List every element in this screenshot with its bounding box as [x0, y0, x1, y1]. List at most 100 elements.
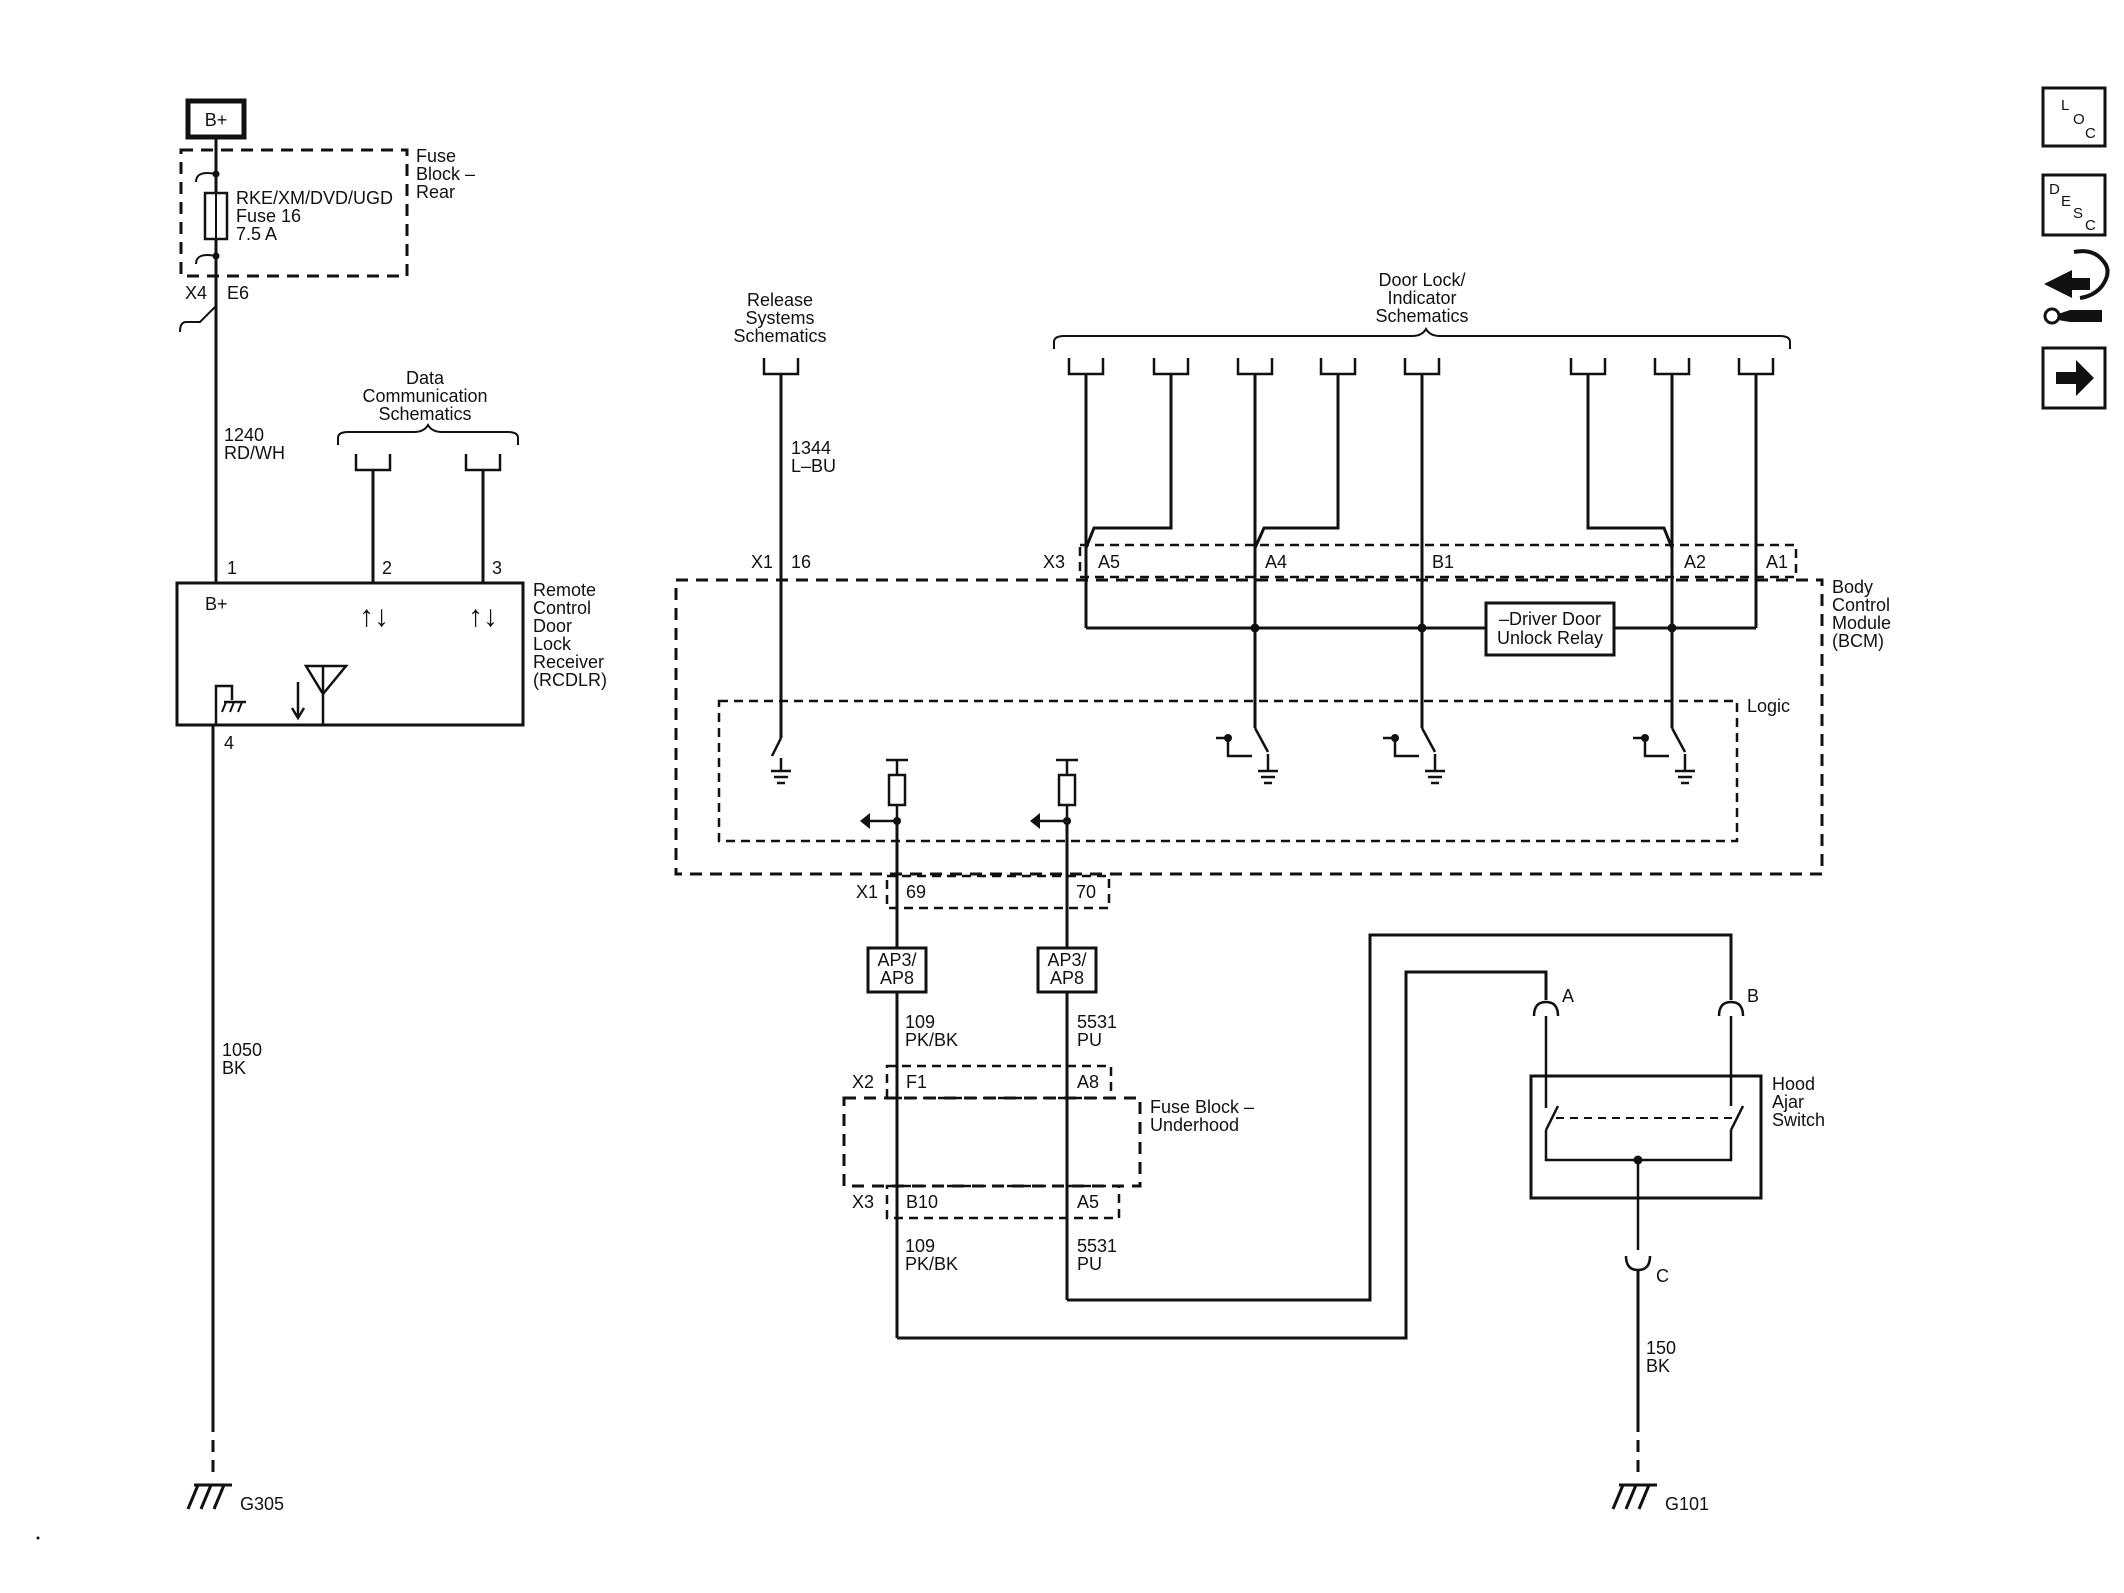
- rcdlr-pin-4: 4: [224, 733, 234, 753]
- bcm-x3-label: X3: [1043, 552, 1065, 572]
- data-communication-reference: Data Communication Schematics: [337, 368, 519, 472]
- ap-right-label-2: AP8: [1050, 968, 1084, 988]
- loc-letter-l: L: [2061, 97, 2069, 114]
- rcdlr-label-5: Receiver: [533, 652, 604, 672]
- relay-label-2: Unlock Relay: [1497, 628, 1603, 648]
- release-connector-icon: [762, 358, 800, 376]
- rcdlr-pin-2: 2: [382, 558, 392, 578]
- connector-x4-label: X4: [185, 283, 207, 303]
- rcdlr-label-3: Door: [533, 616, 572, 636]
- desc-letter-d: D: [2049, 181, 2060, 198]
- ground-g305-icon: [186, 1483, 232, 1510]
- relay-label-1: –Driver Door: [1499, 609, 1601, 629]
- ap3-ap8-left: AP3/ AP8: [866, 946, 928, 994]
- bcm-x3-pin-a4: A4: [1265, 552, 1287, 572]
- desc-letter-s: S: [2073, 205, 2083, 222]
- loc-letter-c: C: [2085, 125, 2096, 142]
- underhood-pin-b10: B10: [906, 1192, 938, 1212]
- release-label-1: Release: [747, 290, 813, 310]
- door-lock-label-2: Indicator: [1387, 288, 1456, 308]
- bcm-label-1: Body: [1832, 577, 1873, 597]
- pin-e6-label: E6: [227, 283, 249, 303]
- bcm-x1-label: X1: [751, 552, 773, 572]
- arrow-right-icon: [2056, 360, 2094, 396]
- fuse-block-rear: Fuse Block – Rear RKE/XM/DVD/UGD Fuse 16…: [179, 137, 475, 278]
- hood-pin-c-label: C: [1656, 1266, 1669, 1286]
- output-switch-a4-icon: [1216, 727, 1278, 785]
- door-lock-reference: Door Lock/ Indicator Schematics: [1053, 270, 1791, 376]
- door-lock-connector-3-icon: [1236, 358, 1274, 376]
- wire-5531-route: [1067, 933, 1733, 1302]
- bcm-x1-pin-16: 16: [791, 552, 811, 572]
- door-lock-connector-8-icon: [1737, 358, 1775, 376]
- bcm-label-4: (BCM): [1832, 631, 1884, 651]
- ground-g101-icon: [1611, 1483, 1657, 1510]
- fuse-terminal-top-icon: [195, 172, 217, 183]
- door-lock-connector-1-icon: [1067, 358, 1105, 376]
- wire-5531-color-b: PU: [1077, 1254, 1102, 1274]
- wire-1344-color: L–BU: [791, 456, 836, 476]
- nav-button-description[interactable]: D E S C: [2041, 173, 2107, 237]
- ground-g305-label: G305: [240, 1494, 284, 1514]
- desc-letter-c: C: [2085, 217, 2096, 234]
- hood-switch-contact-a-icon: [1544, 1105, 1560, 1131]
- data-comm-connector-2-icon: [464, 454, 502, 472]
- underhood-x2-label: X2: [852, 1072, 874, 1092]
- bcm-logic-label: Logic: [1747, 696, 1790, 716]
- data-comm-label-1: Data: [406, 368, 445, 388]
- rcdlr-label-6: (RCDLR): [533, 670, 607, 690]
- rcdlr-module: 1 2 3 B+ ↑↓ ↑↓ Remote Control Door Lock …: [175, 558, 607, 727]
- ap-right-label-1: AP3/: [1047, 950, 1086, 970]
- wire-109-color-a: PK/BK: [905, 1030, 958, 1050]
- release-input-switch-icon: [770, 737, 791, 785]
- hood-ajar-switch: A B Hood Ajar Switch C: [1529, 986, 1825, 1286]
- ap-left-label-1: AP3/: [877, 950, 916, 970]
- door-lock-wires: [1084, 374, 1758, 628]
- wire-1240-circuit: 1240: [224, 425, 264, 445]
- nav-button-next[interactable]: [2041, 346, 2107, 410]
- hood-label-2: Ajar: [1772, 1092, 1804, 1112]
- hood-pin-c-connector-icon: [1624, 1255, 1652, 1272]
- wire-109-color-b: PK/BK: [905, 1254, 958, 1274]
- door-lock-connector-4-icon: [1319, 358, 1357, 376]
- fuse-block-rear-label-3: Rear: [416, 182, 455, 202]
- bcm-label-3: Module: [1832, 613, 1891, 633]
- fuse-block-rear-label-1: Fuse: [416, 146, 456, 166]
- rcdlr-pin-1: 1: [227, 558, 237, 578]
- bcm-x3-pin-b1: B1: [1432, 552, 1454, 572]
- wire-1050-circuit: 1050: [222, 1040, 262, 1060]
- door-lock-connector-6-icon: [1569, 358, 1607, 376]
- release-label-3: Schematics: [733, 326, 826, 346]
- data-comm-label-3: Schematics: [378, 404, 471, 424]
- rcdlr-data-arrows-1-icon: ↑↓: [359, 600, 389, 633]
- rcdlr-label-2: Control: [533, 598, 591, 618]
- fuse-block-underhood: X2 F1 A8 X3 B10 A5 Fuse Block – Underhoo…: [842, 1064, 1254, 1220]
- hood-pin-b-label: B: [1747, 986, 1759, 1006]
- bcm-pin-70: 70: [1076, 882, 1096, 902]
- ap-left-label-2: AP8: [880, 968, 914, 988]
- underhood-x3-label: X3: [852, 1192, 874, 1212]
- wire-1240-color: RD/WH: [224, 443, 285, 463]
- wire-1344-circuit: 1344: [791, 438, 831, 458]
- bcm-pin-69: 69: [906, 882, 926, 902]
- door-lock-connector-5-icon: [1403, 358, 1441, 376]
- bcm-module: Body Control Module (BCM) –Driver Door U…: [674, 552, 1891, 876]
- connector-end-view-icon[interactable]: [2043, 249, 2110, 325]
- fuse-name-label: RKE/XM/DVD/UGD: [236, 188, 393, 208]
- door-lock-label-1: Door Lock/: [1378, 270, 1465, 290]
- data-comm-brace-icon: [337, 422, 519, 445]
- release-systems-reference: Release Systems Schematics: [733, 290, 827, 376]
- release-label-2: Systems: [745, 308, 814, 328]
- nav-button-location[interactable]: L O C: [2041, 86, 2107, 148]
- rcdlr-data-arrows-2-icon: ↑↓: [468, 600, 498, 633]
- input-pullup-69-icon: [860, 758, 908, 829]
- ap3-ap8-right: AP3/ AP8: [1036, 946, 1098, 994]
- rcdlr-pin-3: 3: [492, 558, 502, 578]
- wire-150-circuit: 150: [1646, 1338, 1676, 1358]
- underhood-label-1: Fuse Block –: [1150, 1097, 1254, 1117]
- underhood-label-2: Underhood: [1150, 1115, 1239, 1135]
- rcdlr-label-4: Lock: [533, 634, 572, 654]
- hood-label-1: Hood: [1772, 1074, 1815, 1094]
- battery-power-box: B+: [185, 98, 247, 140]
- rcdlr-label-1: Remote: [533, 580, 596, 600]
